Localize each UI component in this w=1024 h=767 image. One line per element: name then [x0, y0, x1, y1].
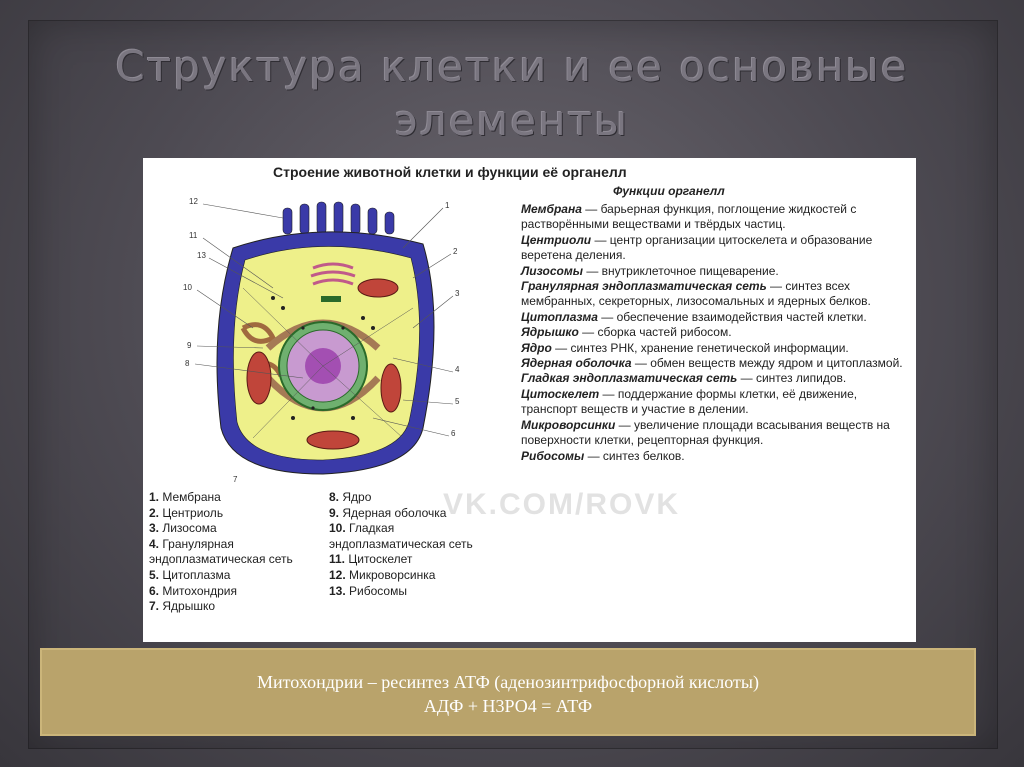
- slide-title-line-2: элементы: [394, 96, 630, 145]
- legend-left: 1. Мембрана 2. Центриоль 3. Лизосома 4. …: [149, 490, 329, 615]
- callout-line-2: АДФ + Н3РО4 = АТФ: [423, 696, 593, 716]
- mitochondria-callout: Митохондрии – ресинтез АТФ (аденозинтриф…: [40, 648, 976, 736]
- legend-item: 5. Цитоплазма: [149, 567, 231, 582]
- callout-12: 12: [189, 197, 198, 206]
- callout-3: 3: [455, 289, 460, 298]
- legend-item: 4. Гранулярная эндоплазматическая сеть: [149, 536, 293, 567]
- ribosomes: [271, 296, 375, 420]
- callout-9: 9: [187, 341, 192, 350]
- function-item: Лизосомы — внутриклеточное пищеварение.: [521, 263, 779, 278]
- legend-item: 2. Центриоль: [149, 505, 224, 520]
- callout-lines: [194, 203, 454, 437]
- function-item: Цитоскелет — поддержание формы клетки, е…: [521, 386, 858, 417]
- function-item: Цитоплазма — обеспечение взаимодействия …: [521, 309, 867, 324]
- legend-right: 8. Ядро 9. Ядерная оболочка 10. Гладкая …: [329, 490, 509, 599]
- mitochondrion-4: [357, 278, 399, 298]
- microvilli: [282, 201, 395, 235]
- legend-item: 6. Митохондрия: [149, 583, 237, 598]
- legend-item: 1. Мембрана: [149, 490, 221, 504]
- legend-item: 9. Ядерная оболочка: [329, 505, 447, 520]
- callout-2: 2: [453, 247, 458, 256]
- function-item: Ядрышко — сборка частей рибосом.: [521, 325, 732, 340]
- callout-5: 5: [455, 397, 460, 406]
- cell-figure: Строение животной клетки и функции её ор…: [143, 158, 916, 642]
- callout-13: 13: [197, 251, 206, 260]
- slide-title: Структура клетки и ее основные элементы: [0, 40, 1024, 148]
- callout-7: 7: [233, 475, 238, 484]
- legend-item: 3. Лизосома: [149, 521, 217, 536]
- function-item: Гранулярная эндоплазматическая сеть — си…: [521, 279, 871, 309]
- golgi: [310, 262, 356, 286]
- legend-item: 13. Рибосомы: [329, 583, 407, 598]
- mitochondrion-3: [306, 430, 360, 450]
- mitochondrion-2: [380, 363, 402, 413]
- legend-item: 8. Ядро: [329, 490, 372, 504]
- cytoskeleton: [242, 287, 414, 439]
- callout-11: 11: [189, 231, 198, 240]
- slide-frame: [28, 20, 998, 749]
- figure-title: Строение животной клетки и функции её ор…: [273, 164, 627, 180]
- legend-item: 10. Гладкая эндоплазматическая сеть: [329, 521, 473, 551]
- callout-10: 10: [183, 283, 192, 292]
- function-item: Ядерная оболочка — обмен веществ между я…: [521, 356, 903, 371]
- function-item: Рибосомы — синтез белков.: [521, 448, 685, 463]
- callout-6: 6: [451, 429, 456, 438]
- function-item: Мембрана — барьерная функция, поглощение…: [521, 202, 857, 232]
- functions-heading: Функции органелл: [613, 184, 725, 198]
- slide-title-line-1: Структура клетки и ее основные: [115, 42, 909, 91]
- functions-list: Мембрана — барьерная функция, поглощение…: [521, 202, 911, 464]
- function-item: Центриоли — центр организации цитоскелет…: [521, 232, 873, 263]
- function-item: Микроворсинки — увеличение площади всасы…: [521, 417, 890, 448]
- centriole: [321, 296, 341, 302]
- mitochondrion-1: [246, 351, 272, 405]
- watermark: VK.COM/ROVK: [443, 488, 681, 521]
- callout-8: 8: [185, 359, 190, 368]
- legend-item: 11. Цитоскелет: [329, 552, 413, 567]
- callout-line-1: Митохондрии – ресинтез АТФ (аденозинтриф…: [257, 672, 759, 692]
- callout-1: 1: [445, 201, 450, 210]
- legend-item: 12. Микроворсинка: [329, 567, 436, 582]
- function-item: Ядро — синтез РНК, хранение генетической…: [521, 340, 849, 355]
- legend-item: 7. Ядрышко: [149, 599, 216, 614]
- callout-4: 4: [455, 365, 460, 374]
- cell-diagram: 1 2 3 4 5 6 7 8 9 10 11 12 13: [183, 197, 460, 484]
- function-item: Гладкая эндоплазматическая сеть — синтез…: [521, 371, 847, 386]
